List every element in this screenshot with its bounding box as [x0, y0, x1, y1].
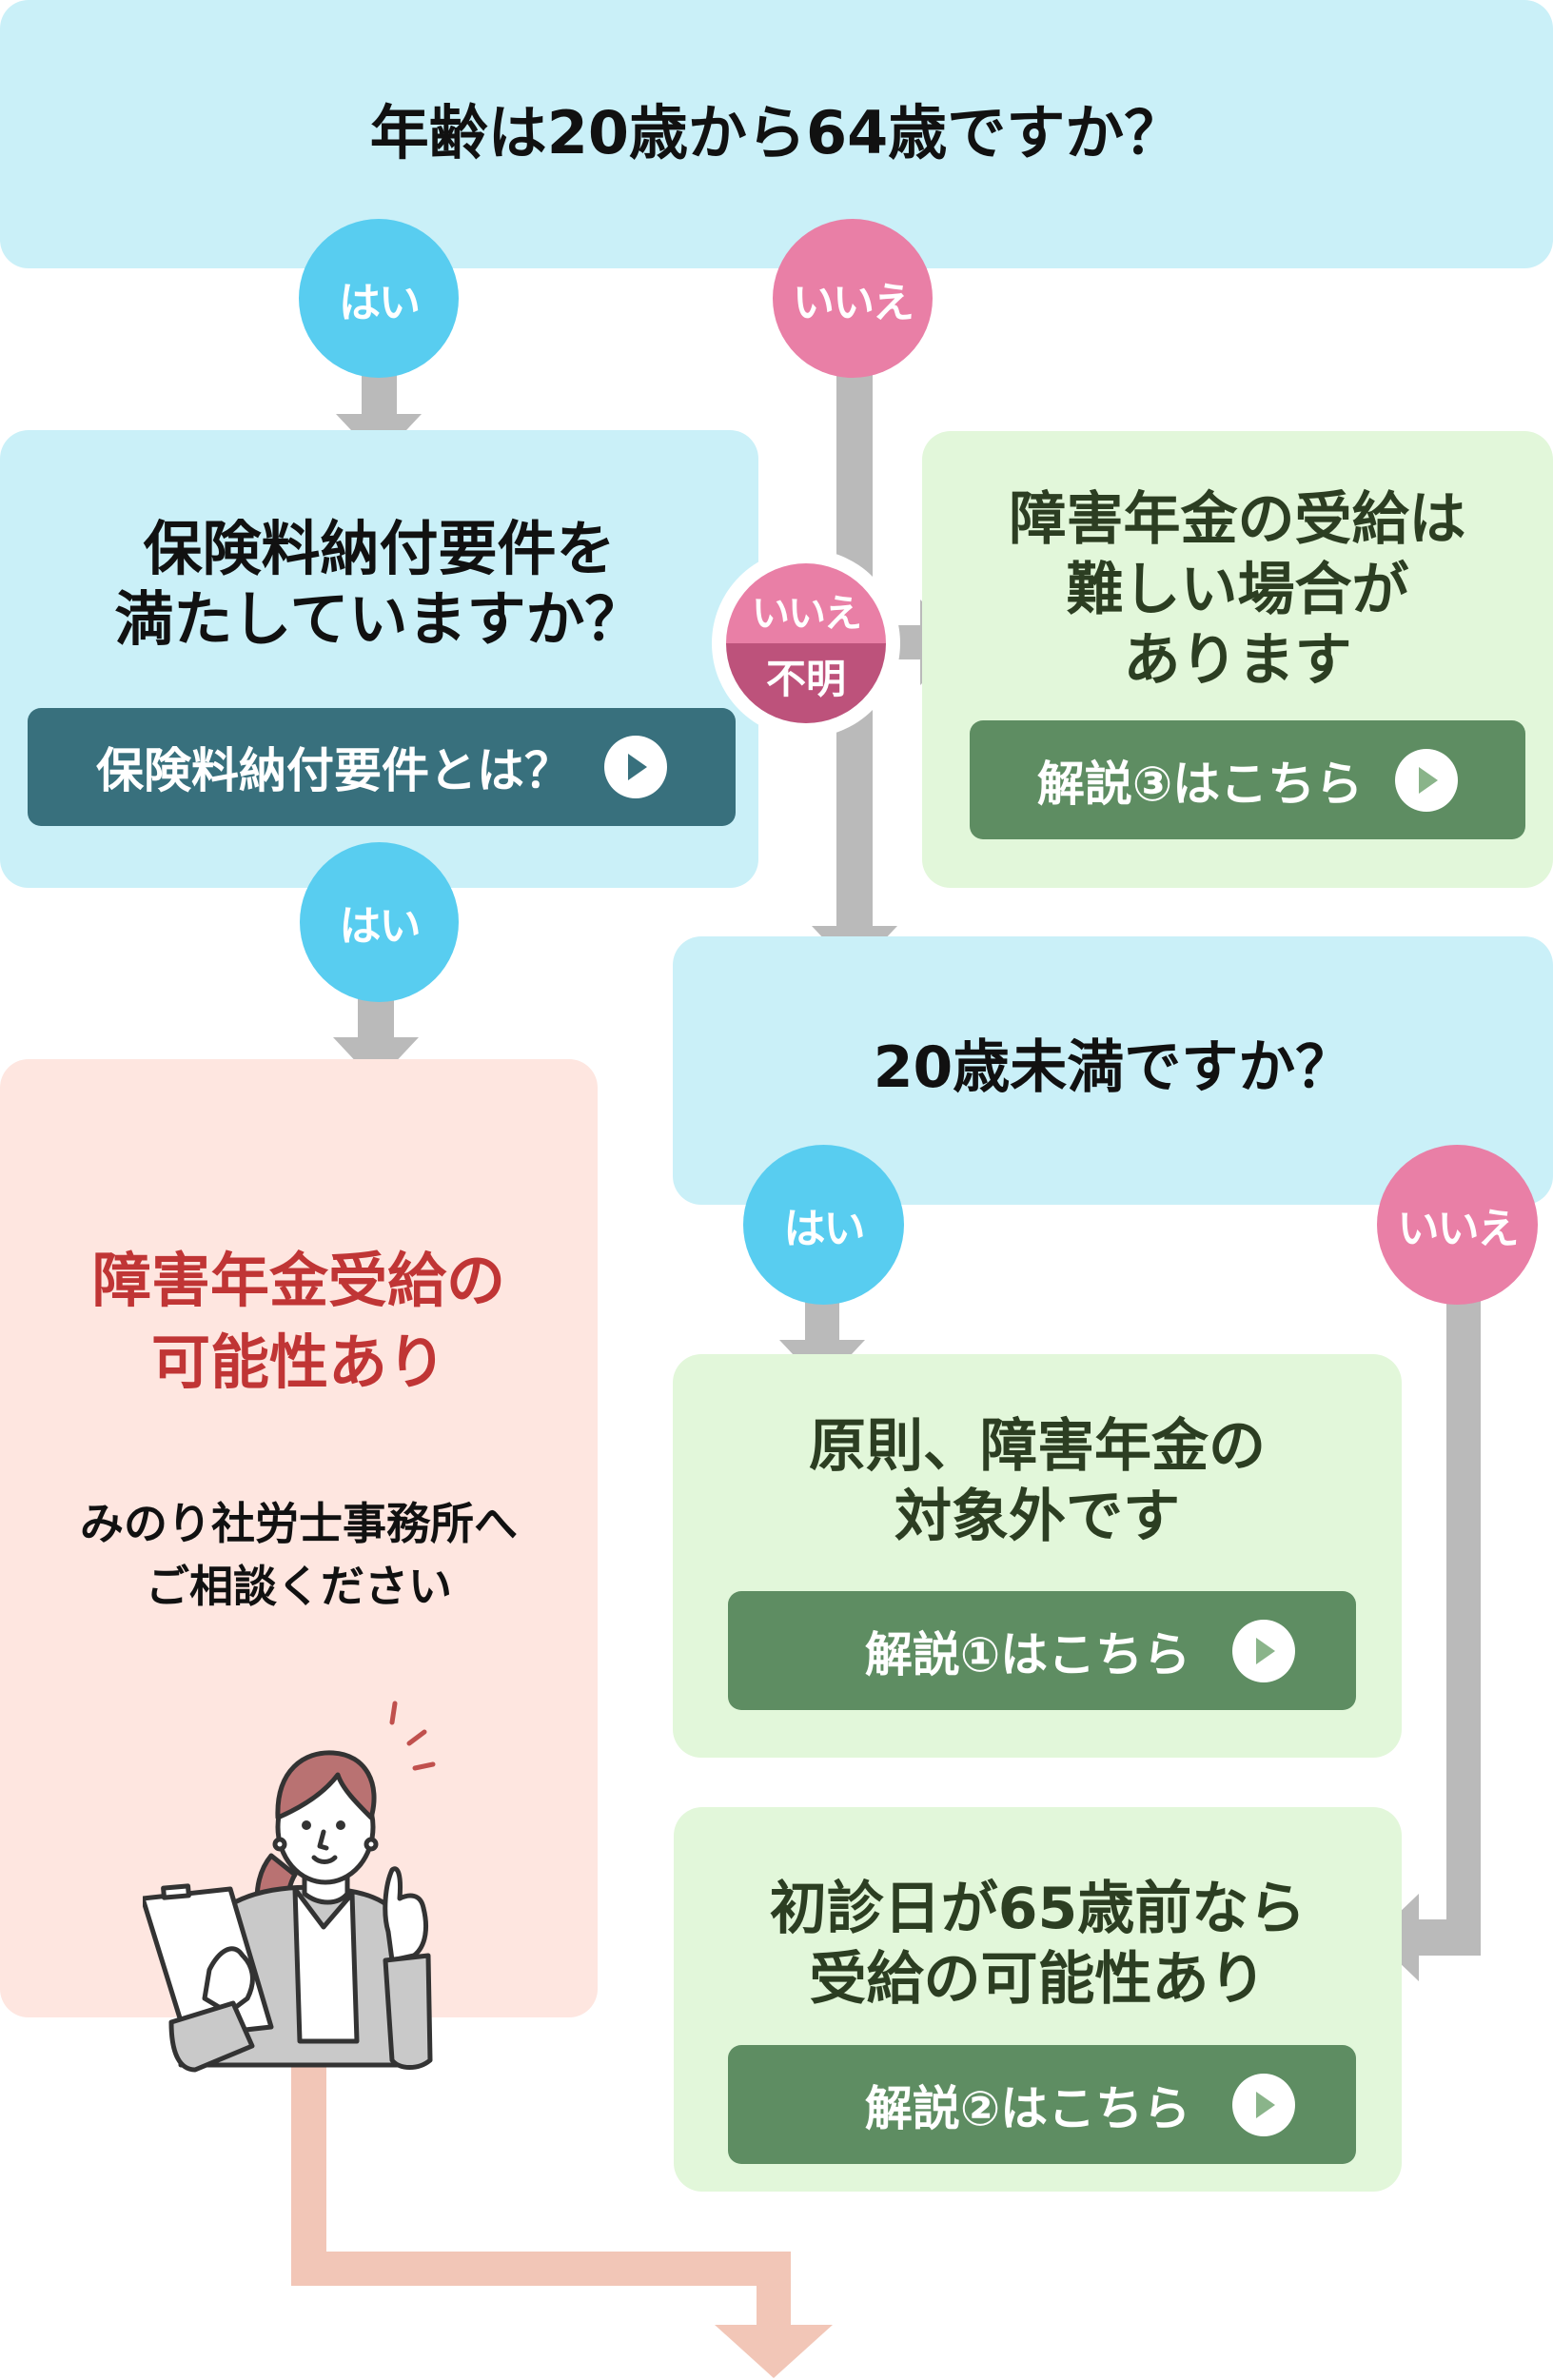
- result-possible: 障害年金受給の 可能性あり みのり社労士事務所へ ご相談ください: [0, 1059, 598, 2017]
- consultant-woman-illustration: [143, 1701, 436, 2073]
- q1-no-badge: いいえ: [773, 219, 933, 378]
- result-difficult-line1: 障害年金の受給は: [1009, 486, 1466, 553]
- q2-no-unknown-circle: いいえ 不明: [726, 563, 886, 723]
- explanation-2-button[interactable]: 解説②はこちら: [728, 2045, 1356, 2164]
- arrow-q2-yes-shaft: [358, 994, 394, 1040]
- play-circle-icon: [604, 736, 667, 798]
- connector-positive-horizontal: [291, 2252, 791, 2286]
- play-circle-icon: [1232, 2073, 1296, 2136]
- play-circle-icon: [1395, 748, 1459, 812]
- result-possible-heading-line1: 障害年金受給の: [91, 1246, 505, 1315]
- question-under-20-text: 20歳未満ですか？: [873, 1034, 1353, 1101]
- result-excluded-line2: 対象外です: [894, 1484, 1180, 1550]
- result-possible-sub-line2: ご相談ください: [146, 1561, 452, 1612]
- question-premium-requirement-line2: 満たしていますか？: [114, 584, 644, 654]
- explanation-1-button-label: 解説①はこちら: [864, 1626, 1191, 1682]
- q2-yes-badge: はい: [300, 842, 459, 1002]
- arrow-q1-yes-shaft: [362, 371, 397, 417]
- explanation-1-button[interactable]: 解説①はこちら: [728, 1591, 1356, 1710]
- connector-positive-down: [757, 2252, 791, 2328]
- premium-requirement-button[interactable]: 保険料納付要件とは？: [28, 708, 736, 826]
- result-first-visit-line2: 受給の可能性あり: [809, 1946, 1267, 2013]
- play-circle-icon: [1232, 1619, 1296, 1682]
- result-possible-heading-line2: 可能性あり: [150, 1328, 446, 1397]
- q3-no-badge: いいえ: [1377, 1145, 1538, 1305]
- arrow-q3-yes-shaft: [805, 1299, 839, 1342]
- explanation-3-button-label: 解説③はこちら: [1036, 756, 1364, 812]
- arrow-q3-no-shaft-vertical: [1446, 1299, 1481, 1956]
- explanation-2-button-label: 解説②はこちら: [864, 2080, 1191, 2136]
- question-age-20-64: 年齢は20歳から64歳ですか？: [0, 0, 1553, 268]
- connector-positive-head: [715, 2325, 833, 2378]
- question-age-20-64-text: 年齢は20歳から64歳ですか？: [369, 98, 1184, 167]
- explanation-3-button[interactable]: 解説③はこちら: [970, 720, 1525, 839]
- result-excluded-line1: 原則、障害年金の: [809, 1413, 1266, 1480]
- q1-yes-badge: はい: [299, 219, 459, 378]
- premium-requirement-button-label: 保険料納付要件とは？: [96, 743, 572, 798]
- q3-yes-badge: はい: [743, 1145, 904, 1305]
- arrow-q3-no-shaft-horizontal: [1417, 1919, 1481, 1956]
- result-possible-sub-line1: みのり社労士事務所へ: [80, 1498, 518, 1549]
- question-premium-requirement-line1: 保険料納付要件を: [143, 514, 616, 583]
- result-first-visit-line1: 初診日が65歳前なら: [769, 1876, 1307, 1942]
- result-difficult-line3: あります: [1123, 627, 1352, 694]
- result-difficult-line2: 難しい場合が: [1066, 557, 1409, 623]
